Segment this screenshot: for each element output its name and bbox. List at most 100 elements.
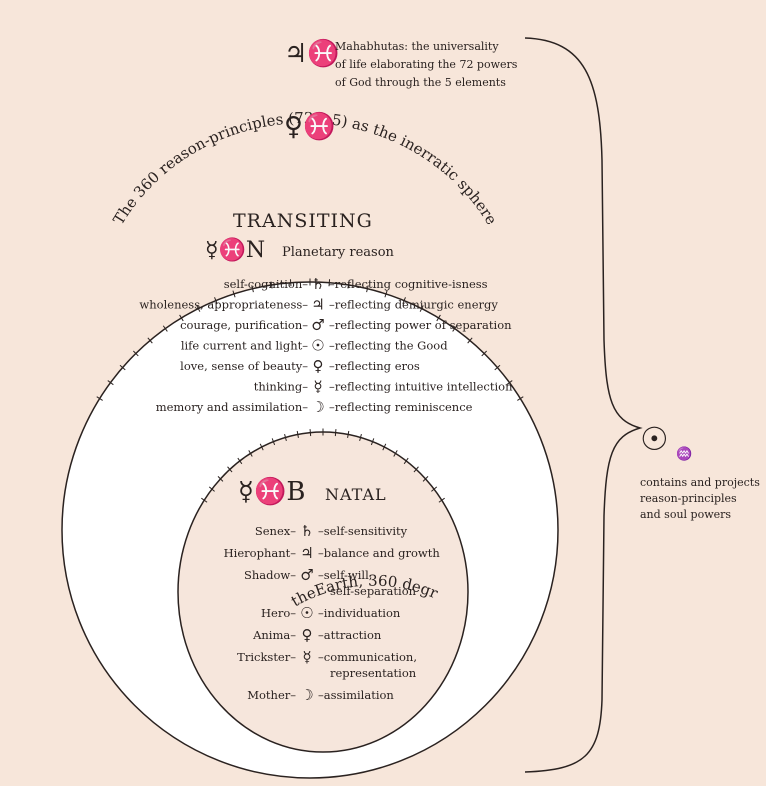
transiting-row-symbol: ♃ <box>311 296 324 314</box>
transiting-symbol: ☿♓N <box>205 237 265 263</box>
inner-tick <box>296 430 299 438</box>
natal-symbol: ☿♓B <box>238 476 305 507</box>
inner-tick <box>208 486 215 492</box>
transiting-row-left: self-cognition– <box>224 277 309 291</box>
outer-tick <box>96 396 103 401</box>
transiting-row-symbol: ☽ <box>311 398 324 416</box>
inner-tick <box>227 466 233 473</box>
natal-row-right: –communication, <box>318 650 417 664</box>
inner-tick <box>438 497 445 503</box>
outer-tick <box>162 325 168 332</box>
transiting-row-right: –reflecting cognitive-isness <box>329 277 488 291</box>
inner-tick <box>334 429 337 437</box>
natal-row-right: –assimilation <box>318 688 394 702</box>
outer-tick <box>347 281 350 289</box>
sun-caption-line-2: reason-principles <box>640 492 737 505</box>
inner-tick <box>422 476 429 482</box>
inner-tick <box>248 450 253 457</box>
natal-row-symbol: ☽ <box>300 686 313 704</box>
transiting-row-right: –reflecting reminiscence <box>329 400 473 414</box>
sun-caption-line-1: contains and projects <box>640 476 760 489</box>
outer-tick <box>506 380 513 386</box>
inner-tick <box>393 450 398 457</box>
natal-row-right: –balance and growth <box>318 546 440 560</box>
outer-tick <box>452 325 458 332</box>
natal-row-symbol: ☿ <box>302 648 311 666</box>
inner-tick <box>217 476 224 482</box>
inner-tick <box>201 497 208 503</box>
natal-row-left: Mother– <box>247 688 296 702</box>
transiting-row-symbol: ♀ <box>313 357 324 375</box>
inner-tick <box>284 433 287 441</box>
natal-row-symbol: ♄ <box>300 522 313 540</box>
outer-tick <box>119 364 126 371</box>
right-brace <box>524 37 643 773</box>
inner-tick <box>403 457 409 465</box>
natal-title: NATAL <box>325 485 387 504</box>
outer-tick <box>494 364 501 371</box>
outer-tick <box>214 297 218 304</box>
natal-row-right: –self-sensitivity <box>318 524 408 538</box>
transiting-rows: self-cognition–♄ –reflecting cognitive-is… <box>139 275 513 416</box>
transiting-row-left: memory and assimilation– <box>156 400 309 414</box>
outer-tick <box>133 350 139 357</box>
outer-circle-ticks <box>96 278 524 401</box>
natal-row-right-continued: representation <box>330 666 417 680</box>
outer-tick <box>436 314 441 322</box>
outer-tick <box>232 290 236 298</box>
natal-row-symbol: ♃ <box>300 544 313 562</box>
transiting-row-left: thinking– <box>254 380 309 394</box>
outer-tick <box>328 279 331 287</box>
outer-tick <box>251 285 254 293</box>
natal-row-left: Anima– <box>252 628 296 642</box>
outer-tick <box>196 305 201 312</box>
venus-pisces-symbol: ♀♓ <box>284 111 335 142</box>
mahabhutas-line-2: of life elaborating the 72 powers <box>335 58 518 71</box>
transiting-title: TRANSITING <box>233 210 373 232</box>
transiting-row-right: –reflecting intuitive intellection <box>329 380 513 394</box>
transiting-subtitle: Planetary reason <box>282 245 395 260</box>
inner-tick <box>359 433 362 441</box>
transiting-row-left: wholeness, appropriateness– <box>139 298 308 312</box>
natal-row-symbol: ☉ <box>300 604 313 622</box>
outer-tick <box>107 380 114 386</box>
inner-tick <box>431 486 438 492</box>
transiting-row-symbol: ☿ <box>313 378 322 396</box>
transiting-row-right: –reflecting power of separation <box>329 318 512 332</box>
transiting-row-right: –reflecting demiurgic energy <box>329 298 498 312</box>
inner-tick <box>347 430 350 438</box>
mahabhutas-line-1: Mahabhutas: the universality <box>335 40 499 53</box>
natal-row-right: –self-will, <box>318 568 372 582</box>
inner-tick <box>271 438 276 446</box>
outer-tick <box>289 279 292 287</box>
inner-tick <box>237 457 243 465</box>
natal-row-left: Hero– <box>261 606 296 620</box>
natal-row-right: –individuation <box>318 606 401 620</box>
natal-row-right: –attraction <box>318 628 382 642</box>
natal-row-right-continued: self-separation <box>330 584 417 598</box>
inner-circle-ticks <box>201 428 445 503</box>
aquarius-symbol: ♒ <box>676 446 692 462</box>
transiting-row-symbol: ☉ <box>311 337 324 355</box>
transiting-row-right: –reflecting eros <box>329 359 420 373</box>
transiting-row-symbol: ♄ <box>311 275 324 293</box>
natal-row-symbol: ♀ <box>302 626 313 644</box>
inner-tick <box>259 443 264 451</box>
inner-tick <box>382 443 387 451</box>
outer-tick <box>179 314 184 322</box>
outer-tick <box>147 337 153 344</box>
outer-tick <box>384 290 388 298</box>
natal-row-left: Trickster– <box>237 650 296 664</box>
transiting-row-left: love, sense of beauty– <box>180 359 308 373</box>
outer-tick <box>402 297 406 304</box>
transiting-row-symbol: ♂ <box>311 316 324 334</box>
inner-tick <box>413 466 419 473</box>
inner-tick <box>309 429 312 437</box>
sun-caption-line-3: and soul powers <box>640 508 731 521</box>
outer-tick <box>517 396 524 401</box>
outer-tick <box>481 350 487 357</box>
natal-row-left: Hierophant– <box>224 546 297 560</box>
natal-row-left: Shadow– <box>244 568 296 582</box>
